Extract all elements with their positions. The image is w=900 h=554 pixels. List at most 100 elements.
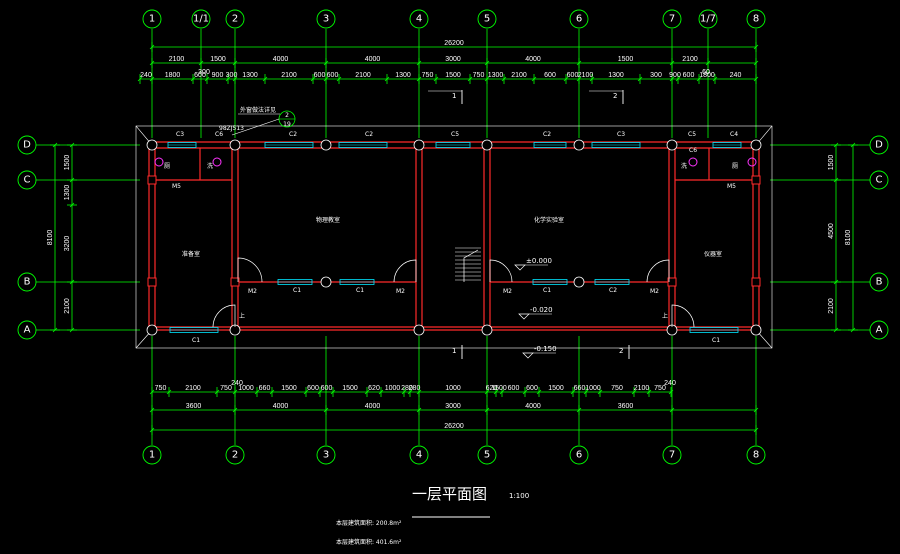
- axis-bottom-4-label: 4: [416, 450, 422, 461]
- axis-top-5-label: 5: [484, 14, 490, 25]
- window-label: C2: [289, 131, 297, 138]
- axis-top-8-label: 8: [753, 14, 759, 25]
- fixture-icon: [212, 157, 222, 167]
- window-label: C2: [365, 131, 373, 138]
- axis-bottom-5-label: 5: [484, 450, 490, 461]
- dim-top-row2-label: 750: [473, 72, 485, 79]
- dim-bottom-row1-label: 750: [654, 385, 666, 392]
- dim-top-row2-label: 1300: [242, 72, 258, 79]
- dim-bottom-row1-label: 2100: [634, 385, 650, 392]
- dim-top-row2-label: 240: [140, 72, 152, 79]
- dim-top-row2-label: 240: [730, 72, 742, 79]
- dim-left-inner-label: 1500: [64, 155, 71, 171]
- column: [750, 139, 762, 151]
- detail-ref-code: 98ZJ513: [219, 125, 244, 132]
- axis-bottom-4-circle: [409, 445, 429, 465]
- dim-top-row2-label: 600: [194, 72, 206, 79]
- pillar: [751, 277, 761, 287]
- dim-bottom-row1-label: 1500: [342, 385, 358, 392]
- dim-bottom-row1-label: 600: [307, 385, 319, 392]
- room-label: 物理教室: [316, 216, 340, 224]
- axis-right-B-circle: [869, 272, 889, 292]
- dim-bottom-row1-label: 600: [508, 385, 520, 392]
- room-label: 化学实验室: [534, 216, 564, 224]
- drawing-title: 一层平面图: [412, 485, 487, 503]
- section-mark-label: 1: [452, 92, 456, 100]
- door-swing: [212, 304, 236, 328]
- axis-top-2-circle: [225, 9, 245, 29]
- axis-top-2-label: 2: [232, 14, 238, 25]
- dim-top-row1-label: 4000: [525, 56, 541, 63]
- dim-bottom-row1-label: 750: [611, 385, 623, 392]
- axis-bottom-3-label: 3: [323, 450, 329, 461]
- window-label: C1: [192, 337, 200, 344]
- dim-top-row2-label: 900: [669, 72, 681, 79]
- axis-left-A-circle: [17, 320, 37, 340]
- column: [413, 139, 425, 151]
- dim-bottom-row1-label: 1000: [385, 385, 401, 392]
- axis-top-5-circle: [477, 9, 497, 29]
- dim-bottom-row1-label: 280: [401, 385, 413, 392]
- dim-bottom-row1-label: 750: [220, 385, 232, 392]
- dim-bottom-overall-label: 26200: [444, 423, 464, 430]
- axis-right-C-label: C: [876, 175, 883, 186]
- dim-bottom-row2-label: 3600: [186, 403, 202, 410]
- section-mark-label: 1: [452, 347, 456, 355]
- dim-bottom-row1-label: 660: [574, 385, 586, 392]
- window-label: C2: [609, 287, 617, 294]
- dim-top-row2-label: 600: [327, 72, 339, 79]
- door-swing: [671, 304, 695, 328]
- drawing-scale: 1:100: [509, 492, 529, 500]
- axis-top-3-label: 3: [323, 14, 329, 25]
- fixture-icon: [688, 157, 698, 167]
- door-swing: [489, 259, 513, 283]
- window-label: C3: [176, 131, 184, 138]
- axis-top-4-label: 4: [416, 14, 422, 25]
- elevation-label: ±0.000: [526, 257, 552, 265]
- room-label: 洗: [207, 162, 213, 170]
- room-label: 厕: [164, 163, 170, 170]
- dim-top-extra: 60: [702, 69, 710, 76]
- dim-top-row2-label: 2100: [281, 72, 297, 79]
- axis-left-D-label: D: [23, 140, 31, 151]
- dim-top-row2-label: 300: [226, 72, 238, 79]
- fixture-icon: [747, 157, 757, 167]
- dim-top-row1-label: 4000: [365, 56, 381, 63]
- axis-right-D-circle: [869, 135, 889, 155]
- dim-bottom-row1-label: 620: [486, 385, 498, 392]
- dim-right-inner-label: 1500: [828, 155, 835, 171]
- dim-right-inner-label: 2100: [828, 298, 835, 314]
- axis-top-4-circle: [409, 9, 429, 29]
- dim-top-row1-label: 1500: [210, 56, 226, 63]
- dim-bottom-row1-label: 600: [526, 385, 538, 392]
- door-label: M2: [396, 288, 405, 295]
- window-label: C1: [293, 287, 301, 294]
- building-outline: [135, 125, 773, 349]
- axis-bottom-2-circle: [225, 445, 245, 465]
- dim-bottom-row1-label: 750: [155, 385, 167, 392]
- dim-bottom-row1-label: 1000: [585, 385, 601, 392]
- window-label: C5: [688, 131, 696, 138]
- column: [666, 139, 678, 151]
- axis-left-B-label: B: [24, 277, 31, 288]
- axis-left-D-circle: [17, 135, 37, 155]
- dim-top-row2-label: 2100: [511, 72, 527, 79]
- axis-right-A-circle: [869, 320, 889, 340]
- pillar: [147, 277, 157, 287]
- axis-top-8-circle: [746, 9, 766, 29]
- door-label: M5: [172, 183, 181, 190]
- door-swing: [646, 259, 670, 283]
- axis-bottom-5-circle: [477, 445, 497, 465]
- door-label: M2: [650, 288, 659, 295]
- window-label: C4: [730, 131, 738, 138]
- dim-top-row2-label: 1300: [488, 72, 504, 79]
- fixture-icon: [154, 157, 164, 167]
- door-label: M5: [727, 183, 736, 190]
- window-label: C1: [356, 287, 364, 294]
- window-label: C6: [689, 147, 697, 154]
- axis-bottom-6-circle: [569, 445, 589, 465]
- door-label: M2: [248, 288, 257, 295]
- dim-top-overall-label: 26200: [444, 40, 464, 47]
- wall-layer: [135, 90, 773, 518]
